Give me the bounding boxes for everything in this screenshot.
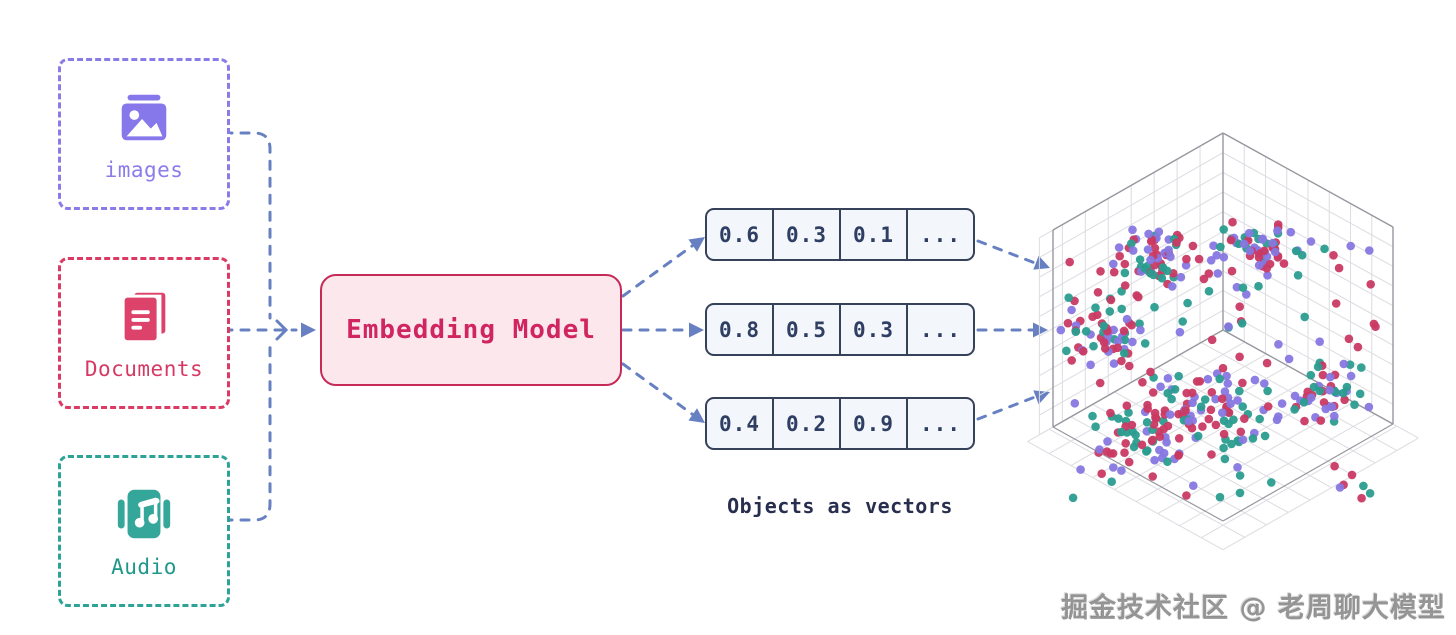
watermark: 掘金技术社区 @ 老周聊大模型	[1061, 593, 1446, 624]
node-images: images	[58, 58, 230, 210]
vector-cell: 0.9	[839, 399, 906, 448]
node-documents-label: Documents	[84, 357, 204, 381]
vector-cell: ...	[906, 399, 973, 448]
vector-cell: ...	[906, 210, 973, 259]
vector-cell: 0.1	[839, 210, 906, 259]
node-embedding-model: Embedding Model	[320, 274, 622, 386]
vector-cell: 0.3	[772, 210, 839, 259]
vector-cell: 0.3	[839, 305, 906, 354]
vector-cell: ...	[906, 305, 973, 354]
audio-icon	[117, 489, 171, 539]
node-audio: Audio	[58, 455, 230, 607]
vector-cell: 0.8	[719, 317, 760, 342]
vector-row-1: 0.6 0.3 0.1 ...	[705, 208, 975, 261]
image-icon	[121, 94, 167, 141]
node-images-label: images	[104, 158, 184, 182]
vector-cell: 0.2	[772, 399, 839, 448]
node-documents: Documents	[58, 257, 230, 409]
vector-cell: 0.6	[719, 222, 760, 247]
vectors-caption: Objects as vectors	[727, 494, 953, 518]
vector-cell: 0.4	[719, 411, 760, 436]
vector-row-2: 0.8 0.5 0.3 ...	[705, 303, 975, 356]
node-audio-label: Audio	[111, 555, 177, 579]
vector-cell: 0.5	[772, 305, 839, 354]
documents-icon	[124, 292, 166, 341]
vector-row-3: 0.4 0.2 0.9 ...	[705, 397, 975, 450]
embedding-model-label: Embedding Model	[346, 315, 596, 345]
